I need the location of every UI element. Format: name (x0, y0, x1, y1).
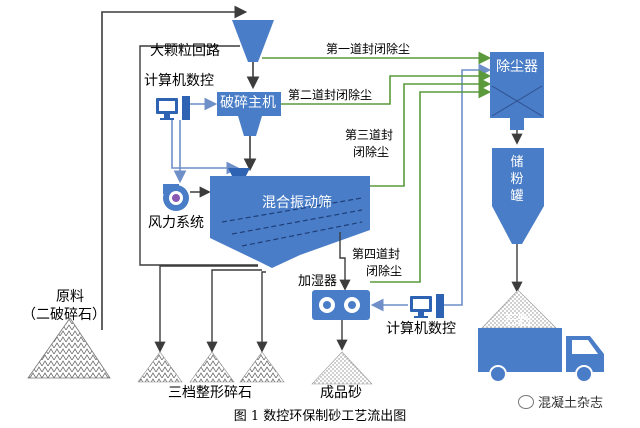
output-line-3 (256, 271, 268, 353)
screen-layer-2 (231, 209, 363, 235)
crusher-label: 破碎主机 (220, 95, 276, 111)
dust-line-2 (281, 69, 492, 105)
crusher-box (217, 92, 281, 116)
control-arrow-screen (171, 120, 240, 175)
crusher-outlet (238, 116, 262, 136)
humidifier-label: 加湿器 (298, 274, 338, 289)
dust-line-3 (370, 77, 492, 187)
dust-seal-4-line2: 闭除尘 (366, 264, 403, 278)
raw-material-label-line2: （二破碎石） (22, 307, 106, 323)
dust-collector-x2 (491, 85, 543, 117)
dust-seal-1-label: 第一道封闭除尘 (326, 42, 411, 56)
mixing-screen-body (210, 176, 370, 268)
control-arrow-dust (444, 63, 492, 306)
dust-seal-3-line2: 闭除尘 (353, 145, 390, 159)
feed-line (101, 5, 248, 330)
gravel-pile-2 (189, 351, 235, 383)
output-line-1 (154, 265, 258, 353)
screen-layer-3 (241, 221, 363, 247)
raw-material-pile (27, 317, 111, 379)
computer-icon-top (156, 96, 190, 120)
wind-system-icon (163, 184, 189, 211)
dust-collector-outlet (510, 118, 524, 130)
gravel-pile-1 (137, 351, 183, 383)
powder-tank (492, 148, 544, 244)
mixing-screen-cap (228, 168, 250, 176)
stone-powder-label: 石粉 (504, 313, 532, 329)
wechat-icon (518, 394, 534, 409)
dust-collector-label: 除尘器 (496, 59, 538, 75)
figure-caption: 图 1 数控环保制砂工艺流出图 (233, 409, 407, 424)
dust-line-4 (370, 85, 492, 283)
truck-body (478, 328, 562, 372)
computer-control-bottom-label: 计算机数控 (386, 321, 456, 337)
watermark: 混凝土杂志 (518, 392, 603, 411)
mixing-screen-label: 混合振动筛 (262, 195, 332, 211)
powder-tank-label: 储粉罐 (510, 155, 524, 204)
dust-seal-4-line1: 第四道封 (352, 247, 401, 261)
large-particle-loop-label: 大颗粒回路 (150, 43, 220, 59)
raw-material-label-line1: 原料 (56, 289, 84, 305)
computer-icon-bottom (410, 294, 444, 318)
finished-sand-pile (311, 351, 373, 385)
dust-seal-2-label: 第二道封闭除尘 (288, 88, 373, 102)
watermark-text: 混凝土杂志 (538, 396, 604, 411)
gravel-pile-3 (239, 351, 285, 383)
screen-to-humidifier (339, 232, 351, 291)
dust-seal-3-line1: 第三道封 (345, 128, 394, 142)
truck-window (572, 340, 598, 354)
feed-hopper (232, 20, 274, 62)
dust-collector-box (490, 52, 544, 118)
truck-wheel-2 (575, 365, 593, 383)
truck-wheel-1 (489, 365, 507, 383)
wind-system-label: 风力系统 (148, 215, 204, 231)
three-grade-gravel-label: 三档整形碎石 (168, 385, 252, 401)
humidifier-box (312, 290, 370, 320)
finished-sand-label: 成品砂 (320, 385, 362, 401)
computer-control-top-label: 计算机数控 (144, 73, 214, 89)
large-particle-loop-line (139, 45, 258, 266)
output-line-2 (206, 269, 262, 353)
